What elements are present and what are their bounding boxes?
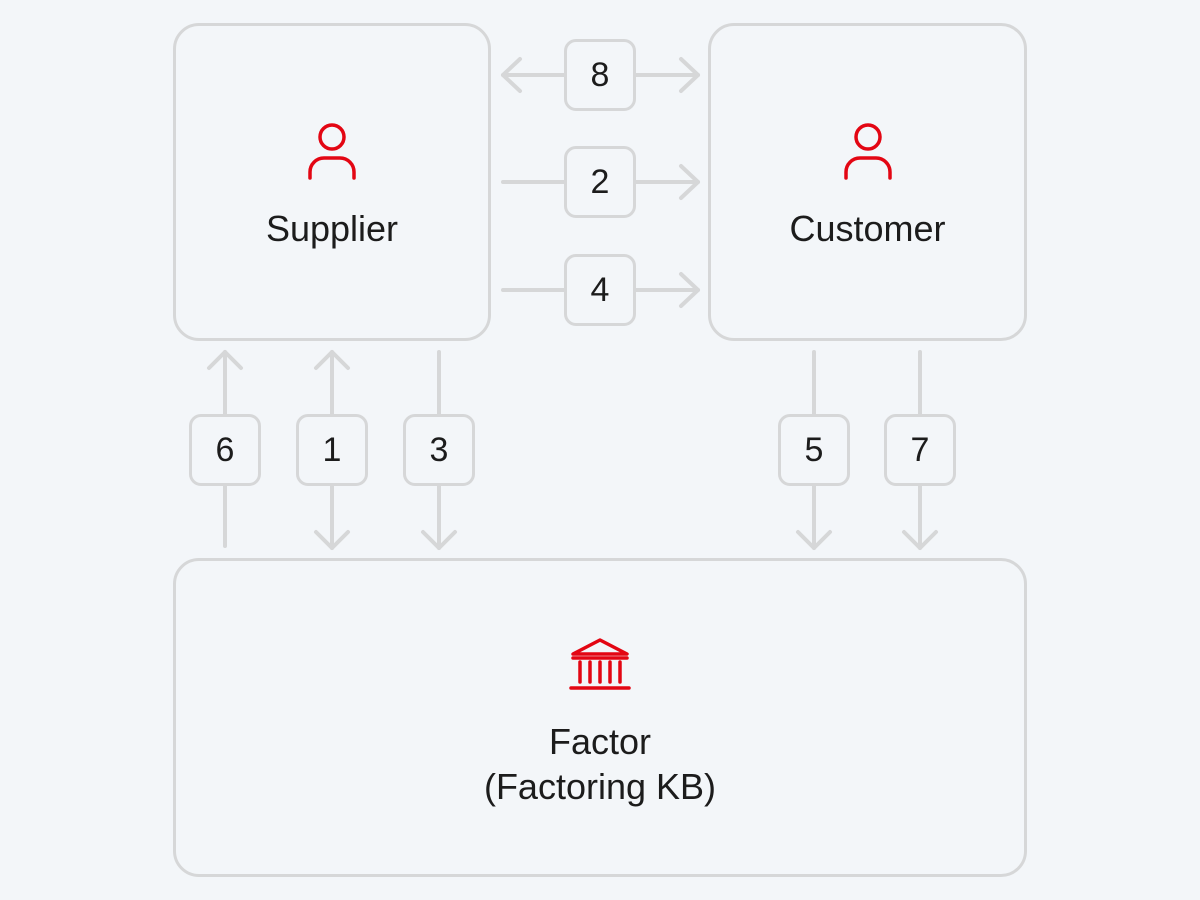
arrow-flow-6 — [207, 350, 243, 548]
arrow-flow-7 — [902, 350, 938, 550]
factor-label: Factor — [548, 721, 652, 762]
flow-badge-1: 1 — [296, 414, 368, 486]
arrow-flow-4 — [501, 272, 700, 308]
supplier-label: Supplier — [265, 208, 399, 249]
flow-badge-5: 5 — [778, 414, 850, 486]
customer-label: Customer — [789, 208, 946, 249]
arrow-flow-8 — [501, 57, 700, 93]
person-icon — [843, 123, 892, 180]
flow-badge-7: 7 — [884, 414, 956, 486]
flow-badge-6: 6 — [189, 414, 261, 486]
arrow-flow-3 — [421, 350, 457, 550]
arrow-flow-1 — [314, 350, 350, 550]
flow-badge-8: 8 — [564, 39, 636, 111]
arrow-flow-5 — [796, 350, 832, 550]
flow-badge-2: 2 — [564, 146, 636, 218]
person-icon — [308, 123, 356, 180]
customer-node: Customer — [708, 23, 1027, 341]
flow-badge-3: 3 — [403, 414, 475, 486]
arrow-flow-2 — [501, 164, 700, 200]
supplier-node: Supplier — [173, 23, 491, 341]
bank-icon — [569, 638, 631, 690]
flow-badge-4: 4 — [564, 254, 636, 326]
factor-node: Factor (Factoring KB) — [173, 558, 1027, 877]
factor-sublabel: (Factoring KB) — [483, 766, 717, 807]
